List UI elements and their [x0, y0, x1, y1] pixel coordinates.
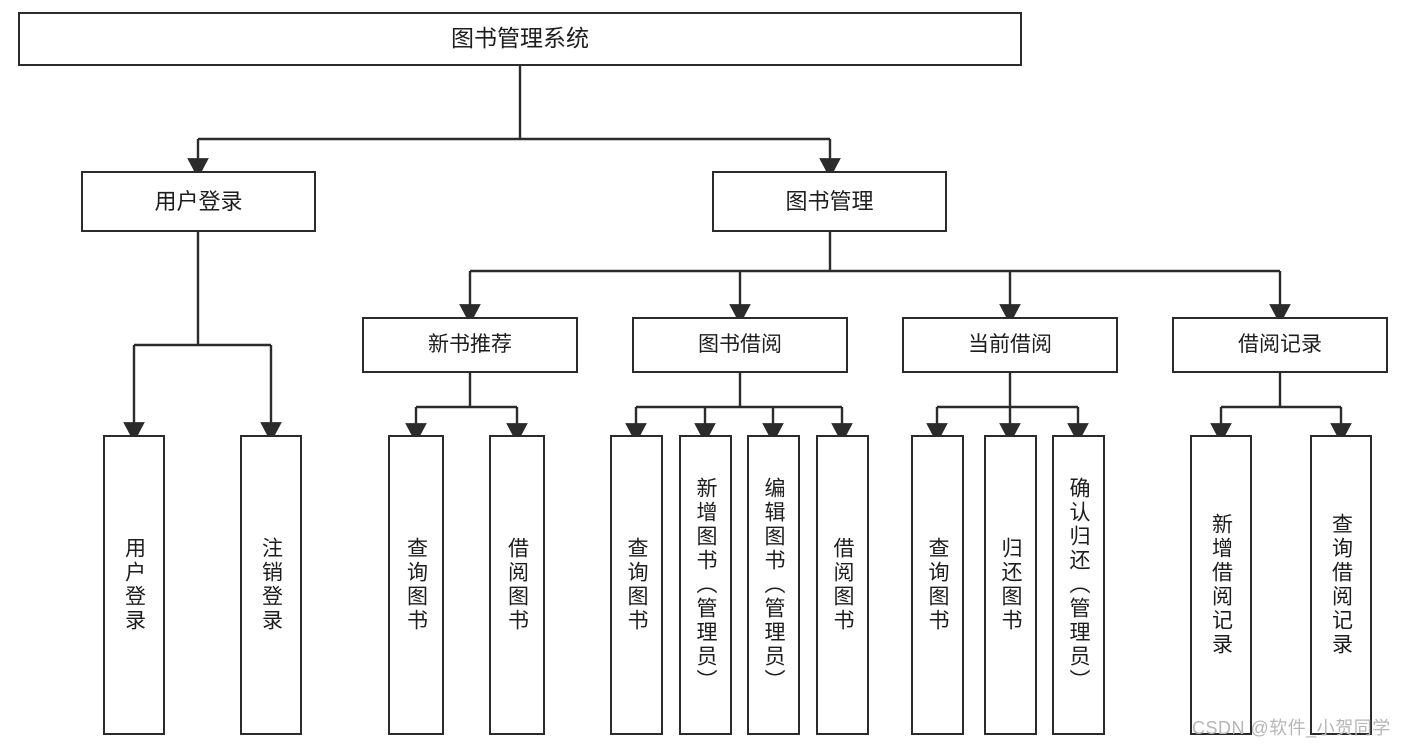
node-leaf-add-record[interactable]: 新增借阅记录 [1190, 435, 1252, 735]
edges-root [187, 66, 841, 179]
edges-current-borrow [926, 373, 1089, 444]
node-leaf-user-login[interactable]: 用户登录 [103, 435, 165, 735]
node-leaf-query-book-1[interactable]: 查询图书 [388, 435, 444, 735]
node-book-borrow-label: 图书借阅 [698, 332, 782, 356]
node-leaf-query-book-1-label: 查询图书 [404, 537, 428, 633]
node-leaf-add-book-label: 新增图书（管理员） [694, 477, 717, 693]
node-current-borrow[interactable]: 当前借阅 [902, 317, 1118, 373]
node-book-borrow[interactable]: 图书借阅 [632, 317, 848, 373]
edges-book-borrow [625, 373, 853, 444]
edges-user-login [123, 232, 282, 443]
node-leaf-return-book-label: 归还图书 [999, 537, 1022, 633]
edges-new-book-rec [405, 373, 528, 444]
node-root[interactable]: 图书管理系统 [18, 12, 1022, 66]
node-leaf-edit-book[interactable]: 编辑图书（管理员） [747, 435, 800, 735]
node-leaf-confirm-return[interactable]: 确认归还（管理员） [1052, 435, 1105, 735]
node-borrow-record[interactable]: 借阅记录 [1172, 317, 1388, 373]
node-leaf-query-record-label: 查询借阅记录 [1329, 513, 1353, 657]
node-leaf-query-book-2[interactable]: 查询图书 [610, 435, 663, 735]
node-borrow-record-label: 借阅记录 [1238, 332, 1322, 356]
node-leaf-query-book-3[interactable]: 查询图书 [911, 435, 964, 735]
node-leaf-query-book-2-label: 查询图书 [625, 537, 648, 633]
node-leaf-borrow-book-1[interactable]: 借阅图书 [489, 435, 545, 735]
node-root-label: 图书管理系统 [451, 25, 589, 52]
node-leaf-user-logout-label: 注销登录 [259, 537, 283, 633]
edges-borrow-record [1210, 373, 1352, 444]
node-leaf-borrow-book-2-label: 借阅图书 [831, 537, 854, 633]
node-user-login-label: 用户登录 [154, 188, 243, 214]
node-leaf-return-book[interactable]: 归还图书 [984, 435, 1037, 735]
node-user-login[interactable]: 用户登录 [81, 171, 316, 232]
node-leaf-borrow-book-1-label: 借阅图书 [505, 537, 529, 633]
node-new-book-rec[interactable]: 新书推荐 [362, 317, 578, 373]
node-leaf-query-book-3-label: 查询图书 [926, 537, 949, 633]
node-book-manage[interactable]: 图书管理 [712, 171, 947, 232]
watermark-text: CSDN @软件_小贺同学 [1192, 718, 1391, 738]
node-leaf-borrow-book-2[interactable]: 借阅图书 [816, 435, 869, 735]
node-leaf-user-logout[interactable]: 注销登录 [240, 435, 302, 735]
edges-book-manage [459, 232, 1291, 325]
node-leaf-edit-book-label: 编辑图书（管理员） [762, 477, 785, 693]
node-leaf-add-book[interactable]: 新增图书（管理员） [679, 435, 732, 735]
node-leaf-confirm-return-label: 确认归还（管理员） [1067, 477, 1090, 693]
node-new-book-rec-label: 新书推荐 [428, 332, 512, 356]
node-leaf-query-record[interactable]: 查询借阅记录 [1310, 435, 1372, 735]
node-leaf-add-record-label: 新增借阅记录 [1209, 513, 1233, 657]
node-leaf-user-login-label: 用户登录 [122, 537, 146, 633]
node-current-borrow-label: 当前借阅 [968, 332, 1052, 356]
node-book-manage-label: 图书管理 [785, 188, 874, 214]
